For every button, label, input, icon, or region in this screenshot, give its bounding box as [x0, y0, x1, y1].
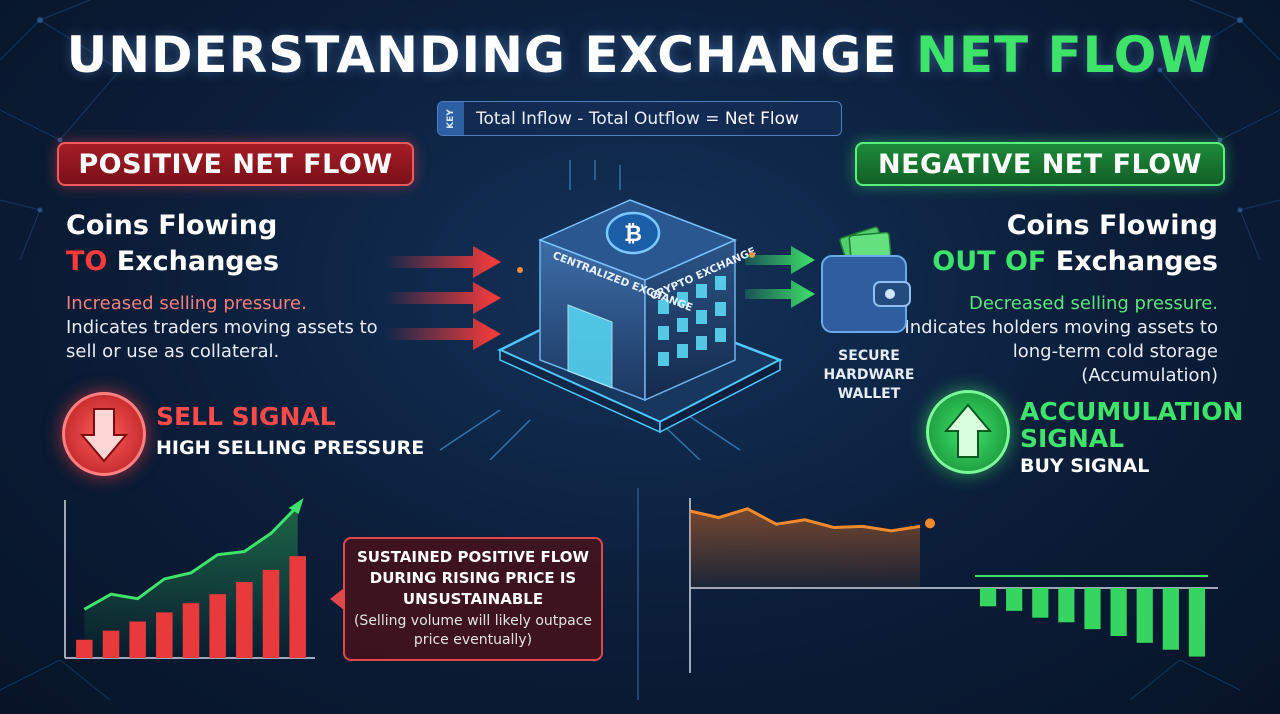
positive-description: Increased selling pressure. Indicates tr…	[66, 292, 396, 364]
wallet-label: SECURE HARDWARE WALLET	[823, 348, 915, 402]
left-chart-arrowhead	[288, 498, 304, 514]
right-chart-bar	[1084, 588, 1101, 630]
accumulation-signal-subtitle: BUY SIGNAL	[1020, 455, 1150, 477]
inflow-arrow-3	[385, 318, 501, 350]
negative-flow-chart	[689, 498, 1218, 673]
callout-sub-text: (Selling volume will likely outpace pric…	[353, 613, 593, 648]
key-formula-part2: Net Flow	[724, 108, 799, 129]
callout-main-text: SUSTAINED POSITIVE FLOW DURING RISING PR…	[356, 548, 590, 608]
right-chart-bar	[1136, 588, 1153, 643]
left-chart-bar	[236, 582, 253, 658]
right-chart-bar	[1032, 588, 1049, 618]
key-formula-part1: Total Inflow - Total Outflow =	[476, 108, 725, 129]
key-formula: Total Inflow - Total Outflow = Net Flow	[476, 109, 799, 129]
positive-lead: Increased selling pressure.	[66, 293, 307, 314]
right-chart-bar	[979, 588, 997, 607]
right-chart-bar	[1188, 588, 1206, 657]
arrow-up-icon	[926, 390, 1010, 474]
title-main: UNDERSTANDING EXCHANGE	[66, 26, 898, 84]
arrow-down-icon	[62, 392, 146, 476]
warning-callout: SUSTAINED POSITIVE FLOW DURING RISING PR…	[343, 537, 603, 661]
key-tag: KEY	[438, 102, 464, 135]
right-chart-price-area	[690, 508, 920, 588]
bitcoin-icon: ₿	[605, 211, 661, 255]
right-chart-price-marker	[925, 518, 935, 529]
positive-desc-text: Indicates traders moving assets to sell …	[66, 317, 378, 362]
left-chart-bar	[289, 556, 306, 658]
right-chart-bar	[1110, 588, 1127, 636]
positive-heading-accent: TO	[66, 246, 108, 277]
sell-signal-subtitle: HIGH SELLING PRESSURE	[156, 437, 425, 459]
positive-heading-line1: Coins Flowing	[66, 210, 278, 241]
page-title: UNDERSTANDING EXCHANGE NET FLOW	[0, 26, 1280, 84]
outflow-arrow-2	[745, 280, 815, 308]
title-accent: NET FLOW	[916, 26, 1214, 84]
positive-heading-rest: Exchanges	[107, 246, 280, 277]
outflow-arrows	[745, 246, 815, 308]
negative-desc-text: Indicates holders moving assets to long-…	[904, 317, 1218, 386]
left-chart-price-line	[83, 504, 299, 611]
right-chart-bar	[1006, 588, 1023, 611]
inflow-arrow-1	[385, 246, 501, 278]
negative-lead: Decreased selling pressure.	[968, 293, 1218, 314]
exchange-illustration: CENTRALIZED EXCHANGE CRYPTO EXCHANGE ₿	[439, 160, 784, 460]
left-chart-bar	[182, 603, 200, 658]
positive-heading: Coins Flowing TO Exchanges	[66, 208, 406, 280]
left-chart-bar	[156, 612, 173, 658]
left-chart-bar	[102, 630, 120, 658]
inflow-arrow-2	[385, 282, 501, 314]
key-formula-bar: KEY Total Inflow - Total Outflow = Net F…	[437, 101, 842, 136]
sell-signal-title: SELL SIGNAL	[156, 402, 336, 431]
wallet-icon	[821, 226, 911, 333]
accumulation-signal-title: ACCUMULATION SIGNAL	[1020, 397, 1244, 453]
negative-description: Decreased selling pressure. Indicates ho…	[890, 292, 1218, 388]
left-chart-bar	[129, 621, 146, 658]
positive-net-flow-banner: POSITIVE NET FLOW	[57, 142, 414, 186]
key-tag-label: KEY	[445, 108, 456, 129]
negative-heading: Coins Flowing OUT OF Exchanges	[900, 208, 1218, 280]
left-chart-bar	[262, 569, 280, 658]
right-chart-bar	[1058, 588, 1075, 623]
positive-flow-chart	[64, 498, 315, 659]
negative-net-flow-banner: NEGATIVE NET FLOW	[855, 142, 1225, 186]
negative-heading-accent: OUT OF	[932, 246, 1047, 277]
negative-heading-rest: Exchanges	[1046, 246, 1218, 277]
right-chart-price-line	[689, 507, 921, 533]
callout-pointer	[330, 588, 344, 610]
inflow-arrows	[385, 246, 501, 350]
right-chart-bar	[1162, 588, 1179, 650]
outflow-arrow-1	[745, 246, 815, 274]
negative-heading-line1: Coins Flowing	[1006, 210, 1218, 241]
left-chart-bar	[76, 639, 93, 658]
bitcoin-symbol: ₿	[624, 222, 642, 247]
left-chart-bar	[209, 594, 226, 658]
